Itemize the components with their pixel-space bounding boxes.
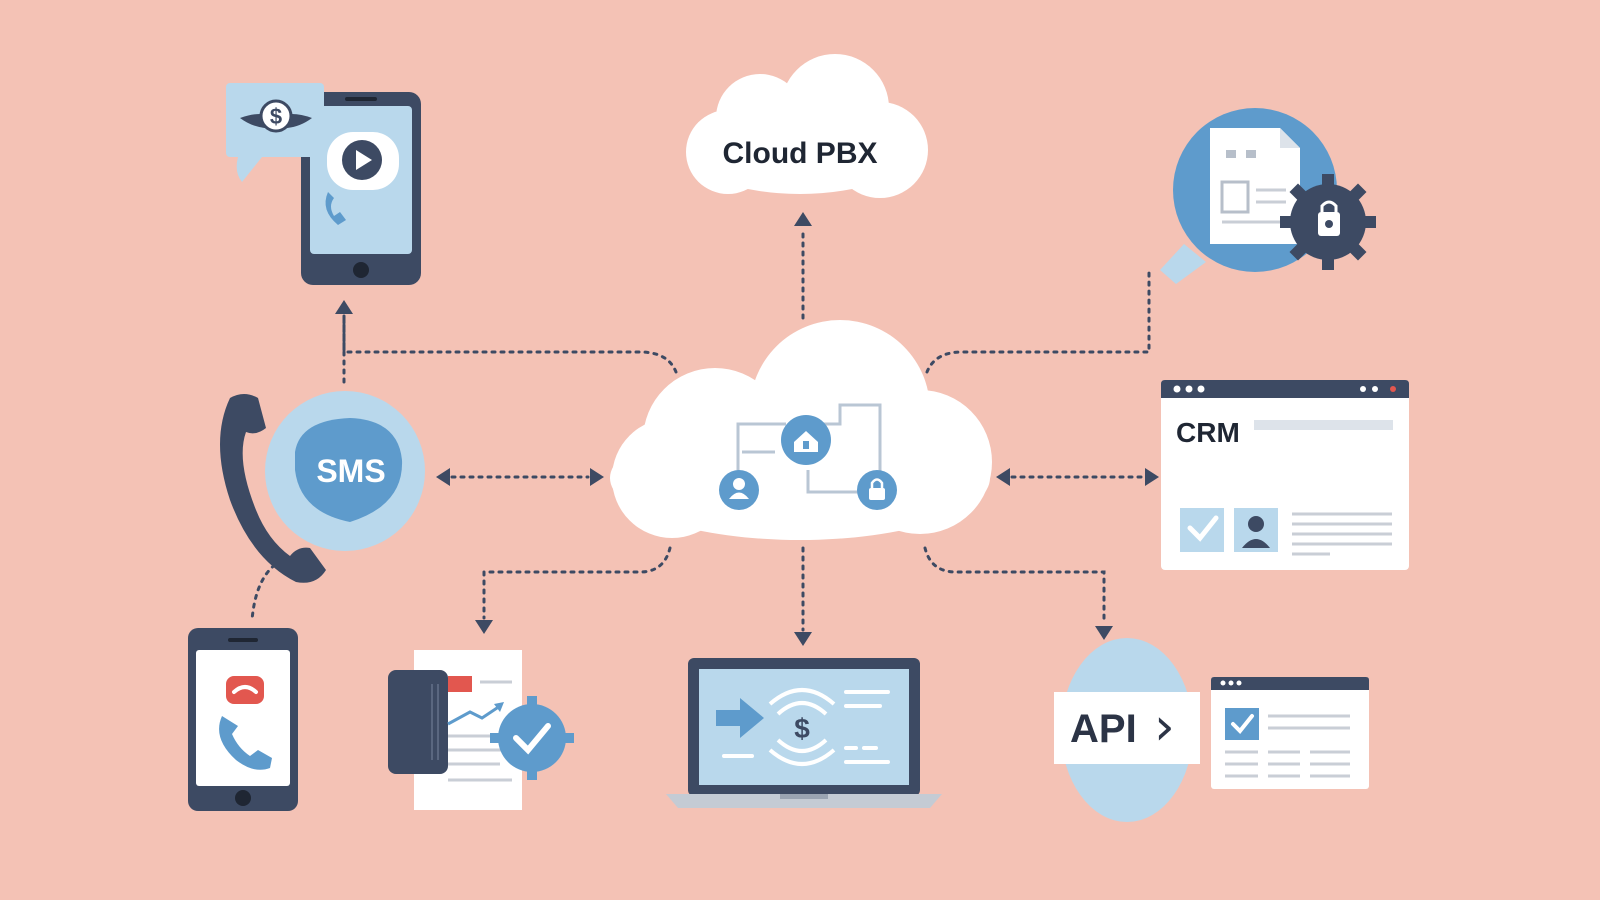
phone-handset-icon [219,716,272,770]
sms-node[interactable]: SMS [220,391,425,583]
connector-to-document-gear [925,268,1151,374]
api-checkbox-icon [1225,708,1259,740]
svg-text:$: $ [270,104,282,129]
api-window [1211,677,1369,789]
arrowhead-right-cloud-left [590,468,604,486]
svg-text:$: $ [794,713,810,744]
document-gear-node[interactable] [1160,108,1376,284]
crm-window-node[interactable]: CRM [1161,380,1409,570]
chevron-right-icon: › [1154,697,1175,757]
api-label: API [1070,707,1137,751]
network-topology-icon [736,403,882,494]
connector-arrowheads [335,212,1159,646]
sms-bubble [295,418,403,522]
central-cloud-node [610,320,992,540]
dollar-icon [259,99,293,133]
api-node[interactable]: API › [1054,638,1369,822]
laptop-payment-node[interactable]: $ [666,658,942,808]
connector-to-mobile-app [342,314,678,374]
arrowhead-up-cloud-pbx [794,212,812,226]
connector-phone-to-mobile-call [250,558,284,622]
laptop-base [666,794,942,808]
cloud-pbx-label: Cloud PBX [723,137,878,170]
wireless-payment-icon [768,688,836,766]
arrowhead-down-api [1095,626,1113,640]
arrowhead-left-sms [436,468,450,486]
telephone-handset-icon [220,394,326,583]
crm-checkbox-icon [1180,508,1224,552]
hang-up-button [226,676,264,704]
arrow-right-icon [716,698,764,738]
arrowhead-left-cloud-right [996,468,1010,486]
arrowhead-up-mobile-app [335,300,353,314]
sms-label: SMS [316,453,385,489]
connectors [250,226,1151,632]
phone-handset-small-icon [325,192,346,225]
document-verified-node[interactable] [388,650,574,810]
connector-to-api [923,546,1106,626]
api-label-box [1054,692,1200,764]
arrowhead-down-document-verified [475,620,493,634]
mobile-call-node[interactable] [188,628,298,811]
verified-gear-icon [490,696,574,780]
arrowhead-right-crm [1145,468,1159,486]
cloud-pbx-node[interactable]: Cloud PBX [686,54,928,198]
mobile-app-node[interactable]: $ [226,83,421,285]
crm-label: CRM [1176,417,1240,448]
arrowhead-down-laptop [794,632,812,646]
connector-to-document-verified [482,546,672,620]
